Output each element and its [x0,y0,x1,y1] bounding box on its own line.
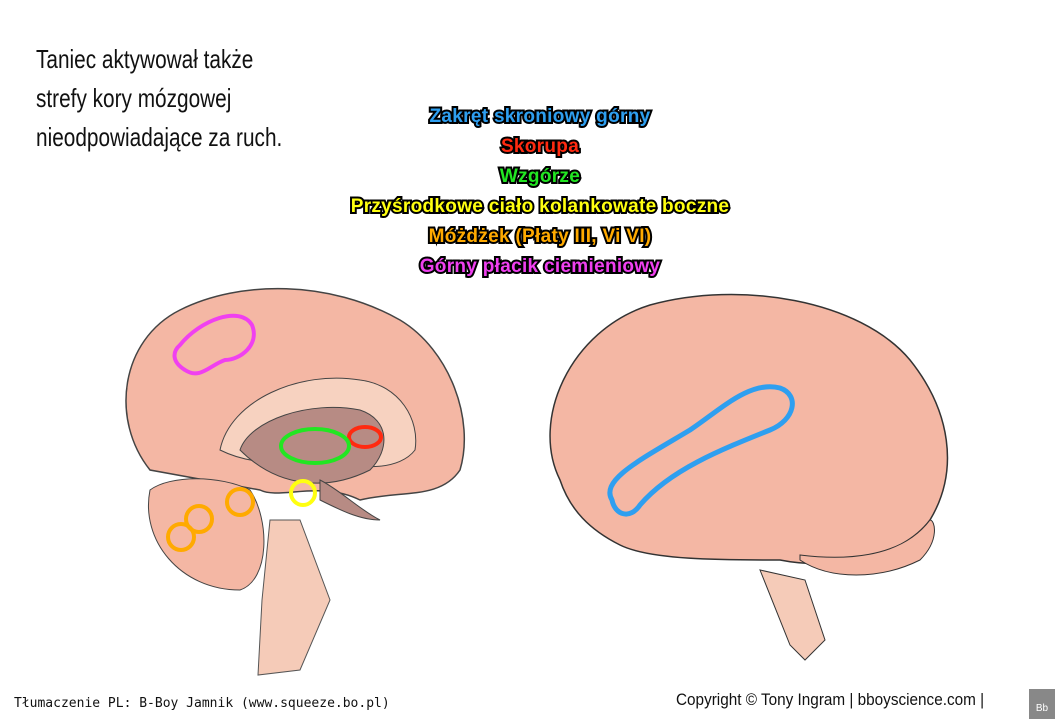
intro-line: nieodpowiadające za ruch. [36,122,283,152]
legend-cerebellum: Móżdżek (Płaty III, Vi VI) [427,224,654,249]
putamen-outline [347,425,383,449]
legend-putamen: Skorupa [499,134,581,159]
intro-text: Taniec aktywował także strefy kory mózgo… [36,40,356,157]
lateral-brain [549,293,949,661]
legend: Zakręt skroniowy górny Skorupa Wzgórze P… [280,102,800,282]
superior-temporal-gyrus-outline [607,384,795,517]
sagittal-brain [125,287,466,676]
bboyscience-logo: Bb [1029,689,1055,719]
intro-line: Taniec aktywował także [36,44,254,74]
geniculate-outline [289,479,317,507]
legend-thalamus: Wzgórze [498,164,582,189]
translation-credit: Tłumaczenie PL: B-Boy Jamnik (www.squeez… [14,696,390,711]
parietal-outline [172,313,256,376]
legend-superior-temporal-gyrus: Zakręt skroniowy górny [428,104,653,129]
cerebellum-outlines [166,487,255,552]
legend-parietal: Górny płacik ciemieniowy [418,254,662,279]
thalamus-outline [279,427,351,465]
copyright: Copyright © Tony Ingram | bboyscience.co… [676,690,985,709]
intro-line: strefy kory mózgowej [36,83,232,113]
legend-geniculate: Przyśrodkowe ciało kolankowate boczne [349,194,731,219]
